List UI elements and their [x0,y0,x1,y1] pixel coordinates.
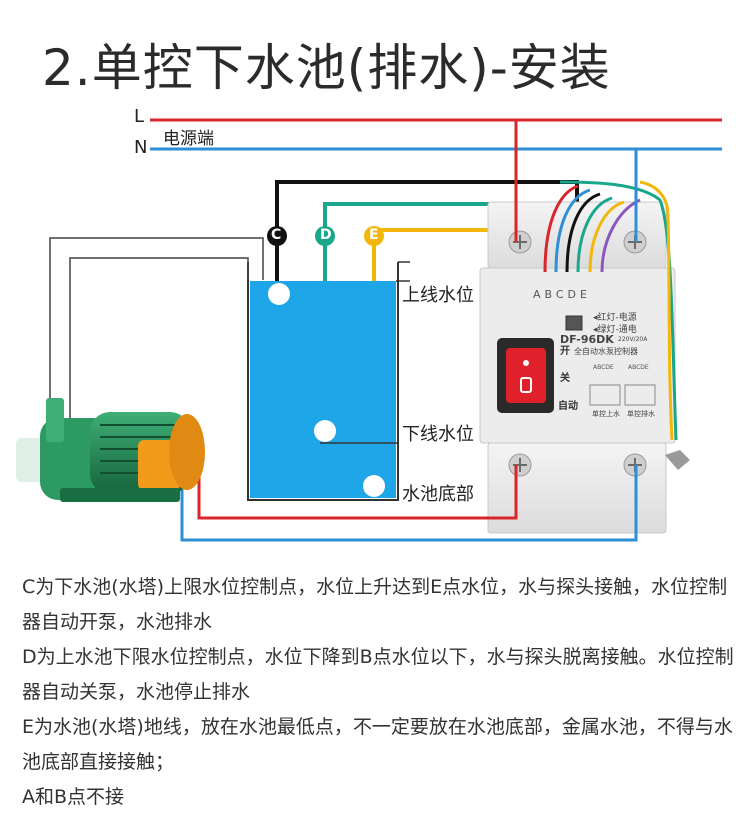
switch-off-label: 关 [560,373,570,384]
description-line: C为下水池(水塔)上限水位控制点，水位上升达到E点水位，水与探头接触，水位控制器… [22,576,728,633]
probe-c-letter: C [271,227,282,243]
indicator-window [565,315,583,331]
bottom-level-label: 水池底部 [402,484,474,505]
tank-outline [247,262,399,501]
probe-c-badge [267,226,287,246]
controller-leads [543,180,678,441]
probe-d-tip [314,420,336,442]
description: C为下水池(水塔)上限水位控制点，水位上升达到E点水位，水与探头接触，水位控制器… [22,570,737,815]
water-body [250,281,396,498]
suction-pipe-outer [49,237,264,421]
suction-pipe-inner [69,257,249,421]
water-pump [16,398,205,502]
lower-level-label: 下线水位 [402,424,474,445]
probe-e-tip [363,475,385,497]
probe-e-letter: E [369,227,379,243]
green-led-label: ◂绿灯-通电 [593,325,637,335]
pump-live-wire [197,458,518,520]
probe-d-letter: D [320,227,332,243]
switch-on-label: 开 [560,346,570,357]
controller-unit [479,201,690,534]
page-title: 2.单控下水池(排水)-安装 [42,39,611,97]
probe-c-tip [268,283,290,305]
scheme-1-label: 单控上水 [592,410,620,418]
probe-e-badge [364,226,384,246]
red-led-label: ◂红灯-电源 [593,313,637,323]
neutral-label: N [134,137,148,158]
switch-auto-label: 自动 [558,401,578,412]
scheme-2-label: 单控排水 [627,410,655,418]
power-source-label: 电源端 [163,129,214,149]
description-line: D为上水池下限水位控制点，水位下降到B点水位以下，水与探头脱离接触。水位控制器自… [22,646,734,703]
controller-name: 全自动水泵控制器 [574,347,638,356]
controller-rating: 220V/20A [618,336,648,343]
pump-neutral-wire [180,458,638,542]
rocker-switch [506,348,546,403]
description-line: E为水池(水塔)地线，放在水池最低点，不一定要放在水池底部，金属水池，不得与水池… [22,716,733,773]
description-line: A和B点不接 [22,786,125,808]
upper-level-label: 上线水位 [402,285,474,306]
live-label: L [134,106,145,127]
scheme-codes-1: ABCDE [593,364,614,371]
probe-d-badge [315,226,335,246]
controller-terminals: ABCDE [533,288,591,301]
controller-model: DF-96DK [560,333,614,346]
scheme-codes-2: ABCDE [628,364,649,371]
